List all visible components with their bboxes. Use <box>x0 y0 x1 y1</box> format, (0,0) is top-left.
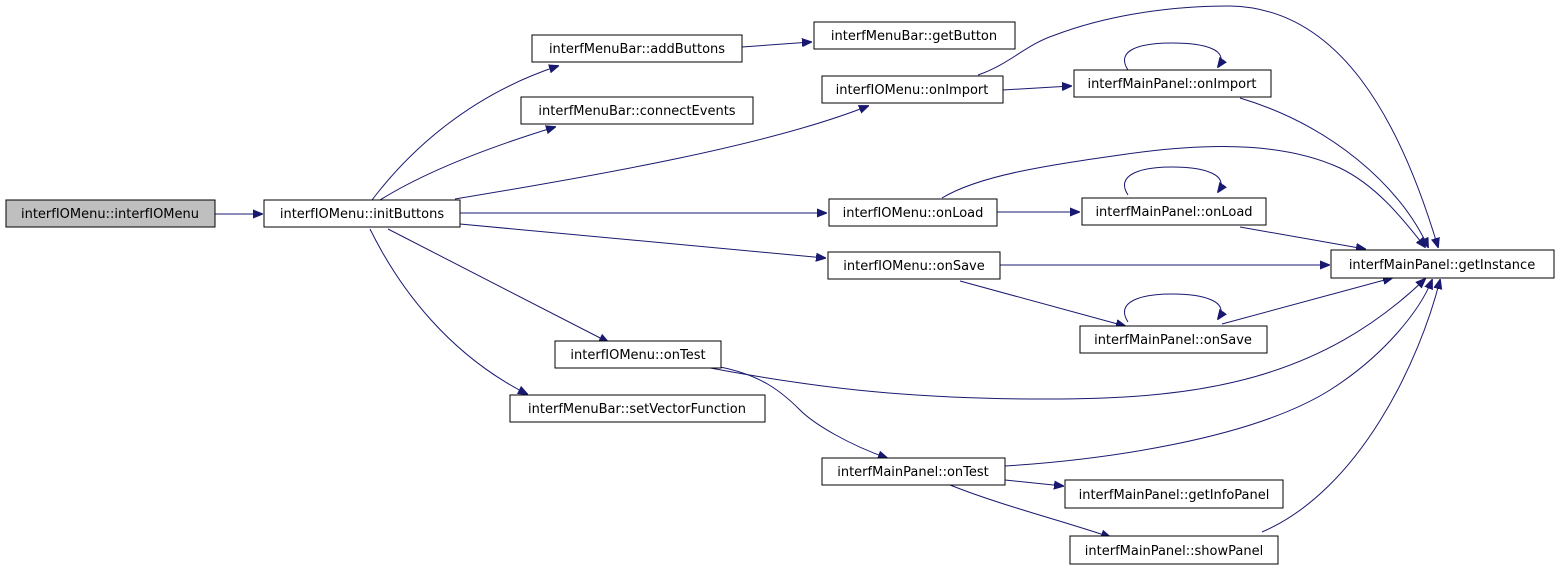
edge-ontest-getinstance <box>704 279 1425 400</box>
node-label: interfIOMenu::onTest <box>570 348 705 363</box>
edge-mpontest-getinstance <box>1004 280 1432 467</box>
node-iomenu-onload[interactable]: interfIOMenu::onLoad <box>828 198 998 227</box>
edges-layer <box>215 5 1440 537</box>
node-initbuttons[interactable]: interfIOMenu::initButtons <box>263 199 461 228</box>
edge-mponsave-self <box>1124 293 1221 323</box>
node-iomenu-onimport[interactable]: interfIOMenu::onImport <box>821 75 1004 104</box>
edge-mpontest-showpanel <box>949 484 1110 537</box>
nodes-layer: interfIOMenu::interfIOMenu interfIOMenu:… <box>5 21 1555 565</box>
edge-onsave-mponsave <box>959 280 1125 326</box>
node-interfiomenu-constructor[interactable]: interfIOMenu::interfIOMenu <box>5 199 216 228</box>
node-mainpanel-getinstance[interactable]: interfMainPanel::getInstance <box>1330 249 1555 279</box>
edge-mpontest-getinfopanel <box>1004 479 1063 486</box>
edge-initbuttons-onimport <box>454 106 868 200</box>
edge-initbuttons-ontest <box>387 228 608 342</box>
edge-initbuttons-setvectorfunction <box>369 228 527 394</box>
edge-initbuttons-addbuttons <box>371 66 558 201</box>
node-setvectorfunction[interactable]: interfMenuBar::setVectorFunction <box>509 394 766 423</box>
edge-mponimport-getinstance <box>1239 97 1428 247</box>
edge-mponload-getinstance <box>1239 226 1365 249</box>
edge-onimport-getinstance <box>977 5 1438 247</box>
node-mainpanel-onsave[interactable]: interfMainPanel::onSave <box>1079 325 1268 354</box>
node-label: interfMenuBar::addButtons <box>549 42 725 57</box>
node-label: interfMainPanel::onImport <box>1087 77 1256 92</box>
node-iomenu-onsave[interactable]: interfIOMenu::onSave <box>827 251 1001 280</box>
node-label: interfMenuBar::getButton <box>831 29 997 44</box>
node-connectevents[interactable]: interfMenuBar::connectEvents <box>520 96 754 125</box>
edge-showpanel-getinstance <box>1261 280 1440 533</box>
node-mainpanel-onload[interactable]: interfMainPanel::onLoad <box>1081 197 1267 226</box>
node-label: interfMenuBar::setVectorFunction <box>528 402 746 417</box>
edge-initbuttons-onsave <box>459 223 825 258</box>
node-label: interfMenuBar::connectEvents <box>538 104 735 119</box>
node-mainpanel-getinfopanel[interactable]: interfMainPanel::getInfoPanel <box>1064 479 1284 509</box>
node-label: interfIOMenu::onSave <box>843 259 985 274</box>
edge-addbuttons-getbutton <box>741 42 811 48</box>
node-label: interfIOMenu::onImport <box>836 83 989 98</box>
edge-mponload-self <box>1124 166 1221 196</box>
node-label: interfIOMenu::onLoad <box>843 206 984 221</box>
node-iomenu-ontest[interactable]: interfIOMenu::onTest <box>554 340 722 369</box>
edge-ontest-mpontest <box>719 366 887 458</box>
edge-onimport-mponimport <box>1002 86 1071 90</box>
node-label: interfMainPanel::showPanel <box>1085 544 1263 559</box>
node-mainpanel-onimport[interactable]: interfMainPanel::onImport <box>1073 69 1272 98</box>
node-addbuttons[interactable]: interfMenuBar::addButtons <box>531 34 743 63</box>
edge-mponsave-getinstance <box>1221 278 1392 325</box>
node-mainpanel-showpanel[interactable]: interfMainPanel::showPanel <box>1069 535 1279 565</box>
node-label: interfMainPanel::onSave <box>1094 333 1252 348</box>
node-getbutton[interactable]: interfMenuBar::getButton <box>813 21 1016 50</box>
node-label: interfMainPanel::onTest <box>837 465 989 480</box>
node-label: interfIOMenu::initButtons <box>280 207 444 222</box>
edge-initbuttons-connectevents <box>379 127 555 201</box>
edge-onload-getinstance <box>941 145 1425 247</box>
node-label: interfMainPanel::onLoad <box>1095 205 1252 220</box>
node-label: interfIOMenu::interfIOMenu <box>21 207 199 222</box>
node-label: interfMainPanel::getInstance <box>1349 258 1535 273</box>
edge-mponimport-self <box>1124 42 1221 71</box>
node-label: interfMainPanel::getInfoPanel <box>1079 488 1270 503</box>
node-mainpanel-ontest[interactable]: interfMainPanel::onTest <box>821 457 1006 486</box>
